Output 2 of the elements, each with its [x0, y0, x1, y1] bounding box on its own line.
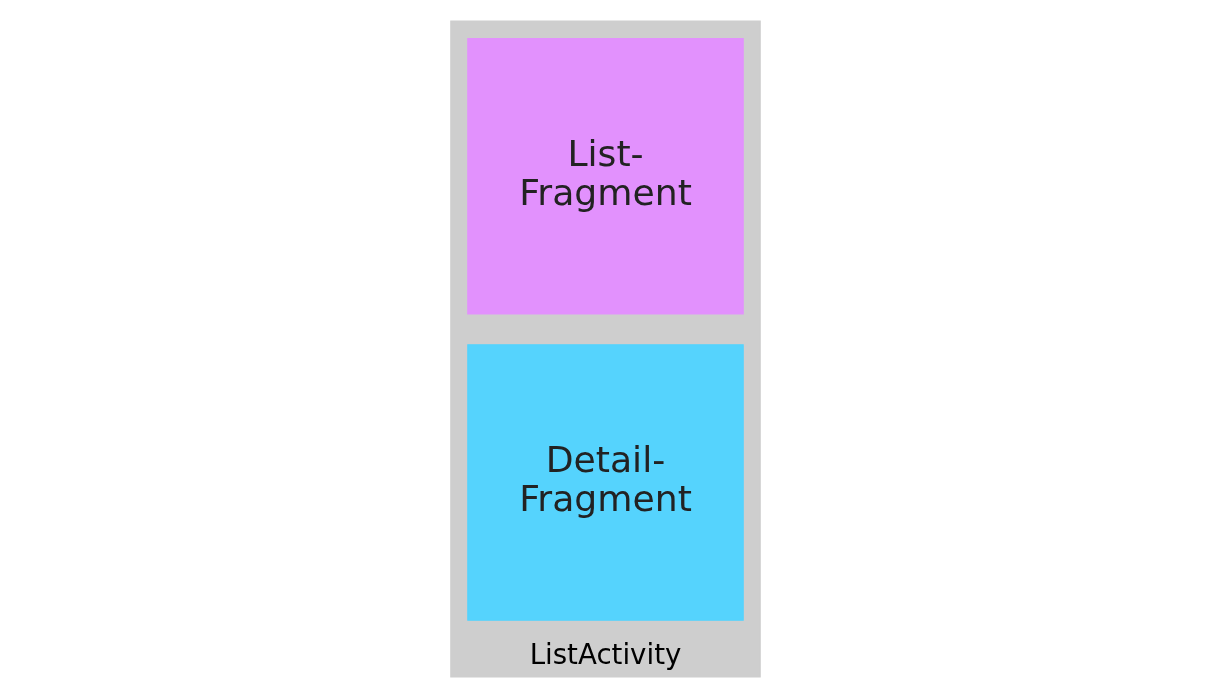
node-box: Detail- Fragment	[466, 344, 744, 621]
node-box: List- Fragment	[466, 37, 744, 315]
